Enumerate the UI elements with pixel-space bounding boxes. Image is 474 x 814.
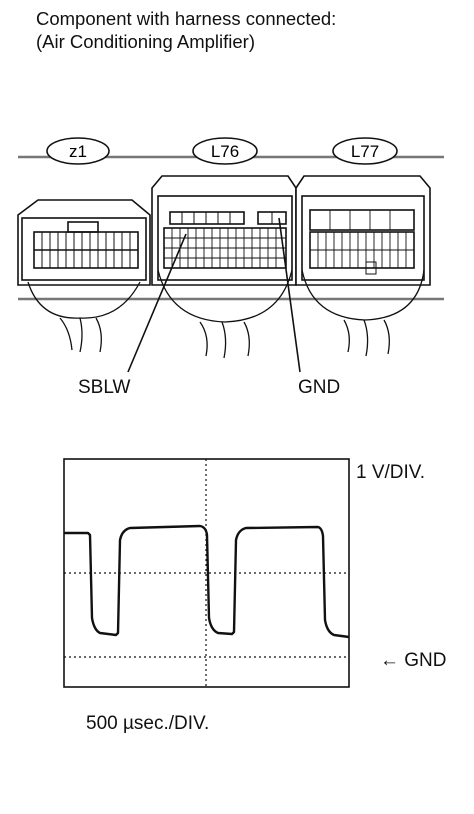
connector-label-l76: L76 [192, 137, 258, 165]
connector-l76 [151, 175, 297, 359]
connector-label-l77: L77 [332, 137, 398, 165]
connector-diagram: z1 L76 L77 [17, 137, 444, 373]
connector-z1 [17, 199, 151, 353]
diagram-title-line-2: (Air Conditioning Amplifier) [36, 31, 256, 52]
scope-time-per-div-label: 500 µsec./DIV. [86, 713, 210, 734]
diagram-title-line-1: Component with harness connected: [36, 8, 337, 29]
sblw-terminal-label: SBLW [78, 377, 131, 398]
gnd-terminal-label: GND [298, 377, 341, 398]
scope-waveform-trace [64, 524, 350, 639]
connector-l77 [295, 175, 431, 357]
connector-label-z1-text: z1 [69, 142, 87, 161]
gnd-leader-line [278, 217, 301, 373]
sblw-leader-line [127, 233, 187, 373]
scope-frame [63, 458, 350, 688]
connector-label-z1: z1 [46, 137, 110, 165]
scope-gnd-marker: ← GND [380, 650, 447, 671]
connector-label-l77-text: L77 [351, 142, 379, 161]
scope-volts-per-div-label: 1 V/DIV. [356, 462, 426, 483]
connector-label-l76-text: L76 [211, 142, 239, 161]
